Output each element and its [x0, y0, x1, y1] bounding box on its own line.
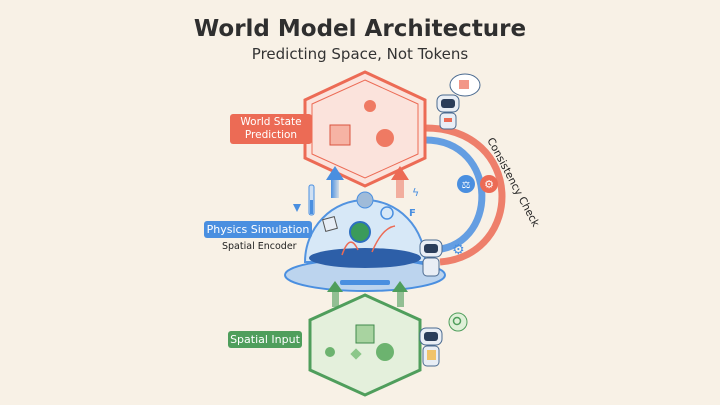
- gear-icon: ⚙: [480, 175, 498, 193]
- arrow-up-green: [392, 281, 408, 292]
- cube-icon: [355, 324, 375, 344]
- cube-icon: [329, 124, 351, 146]
- prediction-hexagon: [303, 70, 427, 188]
- consistency-arc-blue: [424, 136, 486, 254]
- spatial-encoder-label: Spatial Encoder: [222, 241, 297, 252]
- sphere: [364, 100, 376, 112]
- globe-icon: [380, 206, 394, 220]
- world-state-prediction-label: World State Prediction: [230, 114, 312, 144]
- thought-bubble-icon: [449, 73, 481, 97]
- spatial-input-label: Spatial Input: [228, 331, 302, 348]
- magnifier-icon: [448, 312, 468, 332]
- svg-text:⚖: ⚖: [462, 180, 471, 191]
- scale-icon: ⚖: [457, 175, 475, 193]
- physics-dome: [284, 191, 446, 292]
- cube-icon: [322, 216, 338, 232]
- arrow-up-green: [327, 281, 343, 292]
- arrow-up-blue: [326, 166, 344, 180]
- globe-icon: [349, 221, 371, 243]
- force-symbol: F: [409, 208, 416, 219]
- robot-icon: [419, 327, 443, 367]
- arrow-down-icon: [293, 204, 301, 212]
- page-title: World Model Architecture: [193, 16, 527, 42]
- robot-icon: [419, 239, 443, 277]
- gear-icon: ⚙: [452, 242, 465, 258]
- robot-icon: [436, 94, 460, 130]
- svg-text:⚙: ⚙: [484, 178, 494, 191]
- consistency-arc-red: [424, 124, 506, 266]
- physics-simulation-label: Physics Simulation: [204, 221, 312, 238]
- thermometer-icon: [308, 184, 315, 216]
- arrow-up-red: [391, 166, 409, 180]
- gear-icon: [356, 191, 374, 209]
- lightning-icon: ϟ: [412, 186, 419, 199]
- input-hexagon: [308, 293, 422, 397]
- sphere: [376, 129, 394, 147]
- page-subtitle: Predicting Space, Not Tokens: [251, 45, 469, 63]
